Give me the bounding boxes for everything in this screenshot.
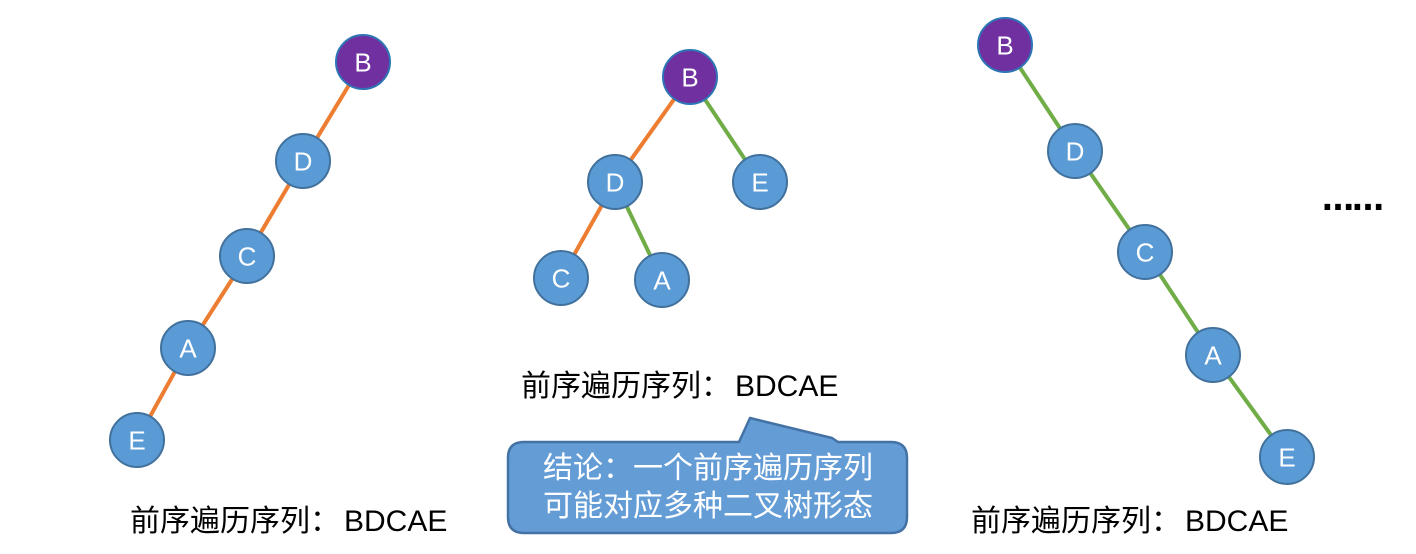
tree-node-A	[1185, 327, 1241, 383]
right-skewed-tree: B D C A E	[977, 17, 1315, 485]
tree-node-letter: A	[653, 265, 671, 295]
conclusion-callout-bubble	[506, 416, 909, 535]
tree-node-letter: B	[996, 30, 1013, 60]
tree-node-letter: A	[179, 333, 197, 363]
caption-sequence: BDCAE	[735, 370, 839, 403]
tree-node-letter: D	[1066, 136, 1085, 166]
tree-node-B	[662, 49, 718, 105]
tree-node-D	[1047, 123, 1103, 179]
tree-node-letter: C	[1136, 237, 1155, 267]
tree-node-letter: E	[128, 425, 145, 455]
tree-node-E	[732, 154, 788, 210]
tree-node-B	[977, 17, 1033, 73]
tree-node-letter: A	[1204, 340, 1222, 370]
tree-node-letter: E	[1278, 442, 1295, 472]
tree-node-letter: E	[751, 167, 768, 197]
left-skewed-tree: B D C A E	[109, 34, 391, 468]
tree-node-letter: C	[238, 241, 257, 271]
more-trees-ellipsis: ……	[1322, 180, 1384, 218]
caption-prefix: 前序遍历序列：	[971, 505, 1181, 538]
caption-sequence: BDCAE	[1185, 505, 1289, 538]
tree-node-letter: D	[294, 146, 313, 176]
tree-node-A	[634, 252, 690, 308]
caption-prefix: 前序遍历序列：	[521, 370, 731, 403]
tree-node-C	[219, 228, 275, 284]
tree-node-letter: C	[552, 263, 571, 293]
tree-node-E	[1259, 429, 1315, 485]
tree-node-A	[160, 320, 216, 376]
caption-prefix: 前序遍历序列：	[130, 505, 340, 538]
tree-node-D	[587, 154, 643, 210]
tree-node-B	[335, 34, 391, 90]
caption-sequence: BDCAE	[344, 505, 448, 538]
tree-node-letter: B	[354, 47, 371, 77]
caption-right-tree: 前序遍历序列：BDCAE	[971, 505, 1288, 539]
tree-node-C	[533, 250, 589, 306]
tree-node-E	[109, 412, 165, 468]
tree-node-letter: B	[681, 62, 698, 92]
caption-middle-tree: 前序遍历序列：BDCAE	[521, 370, 838, 404]
balanced-tree: B D E C A	[533, 49, 788, 308]
tree-node-D	[275, 133, 331, 189]
tree-node-letter: D	[606, 167, 625, 197]
tree-node-C	[1117, 224, 1173, 280]
caption-left-tree: 前序遍历序列：BDCAE	[130, 505, 447, 539]
